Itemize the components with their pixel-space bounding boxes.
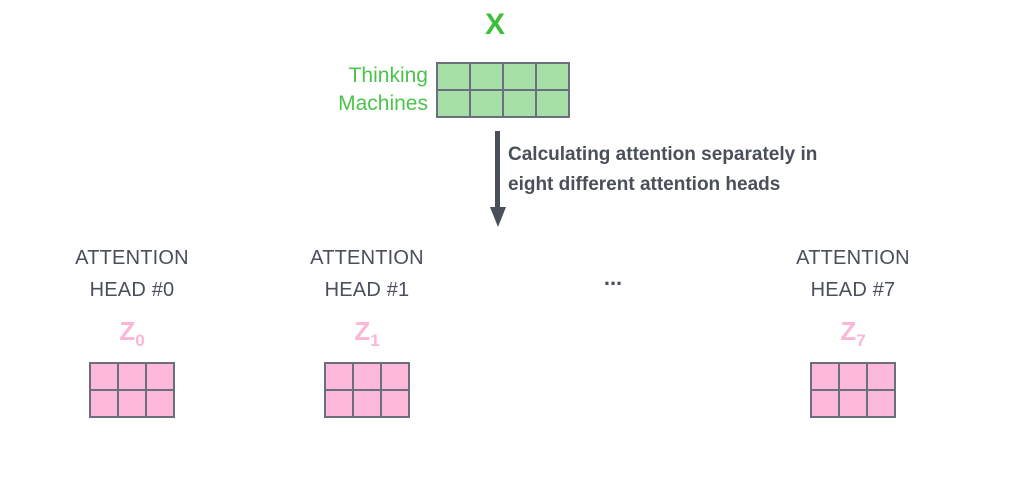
attention-head-1-title: ATTENTION HEAD #1	[277, 242, 457, 306]
matrix-cell	[840, 391, 866, 417]
matrix-cell	[504, 64, 535, 89]
output-label-letter: Z	[119, 316, 136, 346]
matrix-cell	[326, 391, 352, 417]
attention-head-1-output-label: Z1	[277, 318, 457, 349]
matrix-cell	[91, 391, 117, 417]
matrix-cell	[504, 91, 535, 116]
matrix-cell	[326, 364, 352, 390]
matrix-cell	[147, 391, 173, 417]
matrix-cell	[537, 91, 568, 116]
matrix-cell	[471, 91, 502, 116]
output-label-subscript: 0	[135, 331, 145, 351]
attention-head-1-title-line-1: HEAD #1	[324, 279, 410, 301]
input-matrix-x	[436, 62, 570, 118]
output-matrix-z1	[324, 362, 410, 419]
attention-head-0-output-label: Z0	[42, 318, 222, 349]
down-arrow-icon	[489, 131, 507, 227]
arrow-shaft	[495, 131, 500, 211]
arrow-head	[490, 207, 506, 227]
process-caption-line-1: eight different attention heads	[508, 174, 781, 195]
attention-head-7-output-label: Z7	[763, 318, 943, 349]
output-matrix-z7	[810, 362, 896, 419]
matrix-cell	[537, 64, 568, 89]
matrix-cell	[471, 64, 502, 89]
attention-head-0-title: ATTENTION HEAD #0	[42, 242, 222, 306]
input-matrix-label: X	[484, 8, 505, 41]
attention-head-7-matrix-wrap	[763, 362, 943, 419]
attention-head-0: ATTENTION HEAD #0 Z0	[42, 242, 222, 419]
attention-head-0-matrix-wrap	[42, 362, 222, 419]
matrix-cell	[868, 364, 894, 390]
output-label-subscript: 1	[370, 331, 380, 351]
attention-head-7: ATTENTION HEAD #7 Z7	[763, 242, 943, 419]
matrix-cell	[868, 391, 894, 417]
matrix-cell	[382, 391, 408, 417]
ellipsis-separator: ...	[603, 265, 623, 290]
attention-head-7-title-line-0: ATTENTION	[796, 247, 910, 269]
output-label-letter: Z	[354, 316, 371, 346]
attention-head-7-title: ATTENTION HEAD #7	[763, 242, 943, 306]
matrix-cell	[119, 364, 145, 390]
matrix-cell	[91, 364, 117, 390]
output-matrix-z0	[89, 362, 175, 419]
output-label-letter: Z	[840, 316, 857, 346]
input-matrix-group: Thinking Machines	[300, 58, 570, 122]
matrix-cell	[382, 364, 408, 390]
input-word-label-0: Thinking	[348, 64, 428, 87]
attention-head-1-matrix-wrap	[277, 362, 457, 419]
matrix-cell	[812, 391, 838, 417]
matrix-cell	[438, 64, 469, 89]
input-word-labels: Thinking Machines	[338, 62, 428, 118]
matrix-cell	[354, 364, 380, 390]
attention-head-7-title-line-1: HEAD #7	[810, 279, 896, 301]
matrix-cell	[354, 391, 380, 417]
input-word-label-1: Machines	[338, 92, 428, 115]
process-caption-line-0: Calculating attention separately in	[508, 144, 818, 165]
matrix-cell	[119, 391, 145, 417]
output-label-subscript: 7	[856, 331, 866, 351]
matrix-cell	[840, 364, 866, 390]
attention-head-0-title-line-0: ATTENTION	[75, 247, 189, 269]
process-caption: Calculating attention separately in eigh…	[508, 140, 908, 200]
attention-head-1-title-line-0: ATTENTION	[310, 247, 424, 269]
matrix-cell	[147, 364, 173, 390]
attention-head-1: ATTENTION HEAD #1 Z1	[277, 242, 457, 419]
matrix-cell	[812, 364, 838, 390]
matrix-cell	[438, 91, 469, 116]
attention-head-0-title-line-1: HEAD #0	[89, 279, 175, 301]
